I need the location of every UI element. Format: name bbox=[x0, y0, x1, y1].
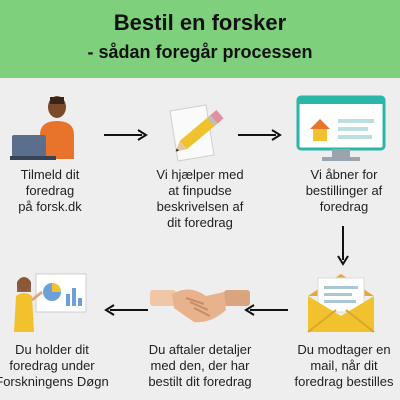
pencil-paper-icon bbox=[162, 95, 232, 165]
header-banner: Bestil en forsker - sådan foregår proces… bbox=[0, 0, 400, 78]
person-laptop-icon bbox=[10, 95, 90, 165]
page-subtitle: - sådan foregår processen bbox=[87, 42, 313, 62]
monitor-house-icon bbox=[296, 95, 386, 165]
step-label: Tilmeld dit foredrag på forsk.dk bbox=[18, 167, 82, 214]
step-label: Du modtager en mail, når dit foredrag be… bbox=[294, 342, 394, 389]
step-label: Vi hjælper med at finpudse beskrivelsen … bbox=[156, 167, 244, 230]
arrow-left-icon bbox=[104, 303, 148, 317]
arrow-right-icon bbox=[104, 128, 148, 142]
presenter-icon bbox=[8, 270, 88, 336]
envelope-icon bbox=[306, 270, 376, 336]
page-title: Bestil en forsker bbox=[113, 10, 287, 35]
step-label: Vi åbner for bestillinger af foredrag bbox=[305, 167, 383, 214]
arrow-right-icon bbox=[238, 128, 282, 142]
step-label: Du aftaler detaljer med den, der har bes… bbox=[148, 342, 252, 389]
handshake-icon bbox=[150, 276, 250, 336]
arrow-left-icon bbox=[244, 303, 288, 317]
arrow-down-icon bbox=[336, 226, 350, 266]
step-label: Du holder dit foredrag under Forskningen… bbox=[0, 342, 109, 389]
